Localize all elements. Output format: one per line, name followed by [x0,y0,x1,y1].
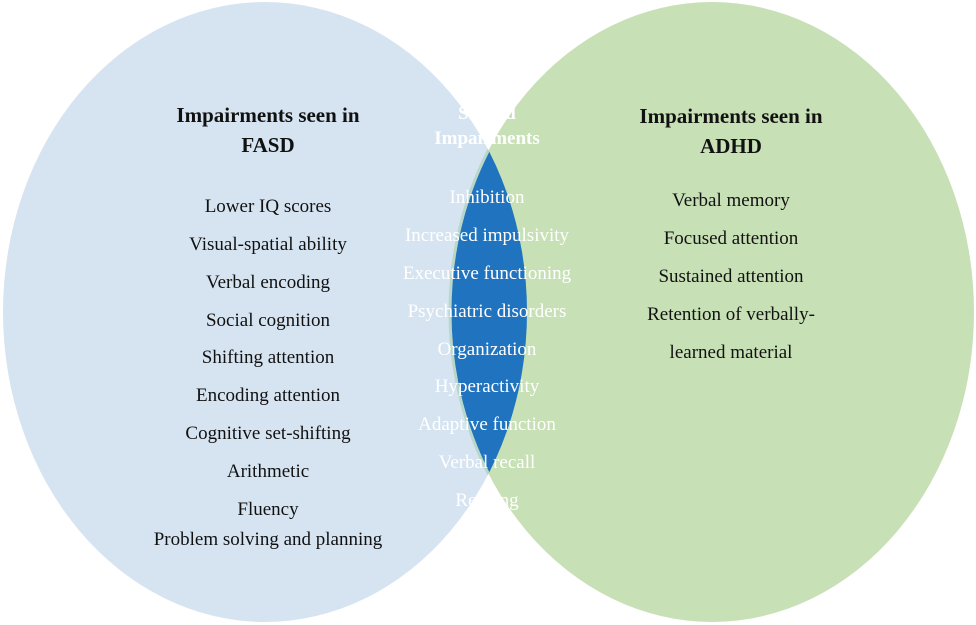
fasd-item: Problem solving and planning [153,529,383,550]
shared-item: Adaptive function [418,414,556,435]
fasd-item: Cognitive set-shifting [185,423,351,444]
shared-item: Executive functioning [402,263,572,284]
adhd-item: Focused attention [663,228,799,249]
fasd-heading-line1: Impairments seen in [176,103,360,127]
adhd-item: Verbal memory [672,190,790,211]
adhd-item: Retention of verbally- [647,304,815,325]
adhd-heading: Impairments seen in ADHD [581,101,881,161]
fasd-heading-line2: FASD [241,133,295,157]
fasd-circle [3,2,527,622]
adhd-item: learned material [669,342,793,363]
adhd-circle [450,2,974,622]
shared-heading-line2: Impairments [434,128,540,149]
fasd-item: Arithmetic [226,461,310,482]
shared-heading: Shared Impairments [387,101,587,151]
fasd-item: Fluency [237,499,299,520]
fasd-item: Encoding attention [195,385,341,406]
shared-item: Psychiatric disorders [407,301,567,322]
shared-heading-line1: Shared [458,103,516,124]
adhd-item: Sustained attention [658,266,804,287]
shared-item: Increased impulsivity [404,225,570,246]
shared-item: Verbal recall [438,452,536,473]
fasd-heading: Impairments seen in FASD [118,100,418,160]
fasd-item: Lower IQ scores [204,196,332,217]
fasd-item: Shifting attention [201,347,335,368]
fasd-item: Social cognition [205,310,330,331]
shared-overlap-region [448,2,527,622]
shared-item: Reading [455,490,519,511]
shared-item: Inhibition [449,187,525,208]
adhd-heading-line2: ADHD [700,134,762,158]
fasd-item: Visual-spatial ability [189,234,347,255]
fasd-item: Verbal encoding [206,272,330,293]
shared-item: Organization [437,339,537,360]
shared-item: Hyperactivity [434,376,540,397]
adhd-heading-line1: Impairments seen in [639,104,823,128]
